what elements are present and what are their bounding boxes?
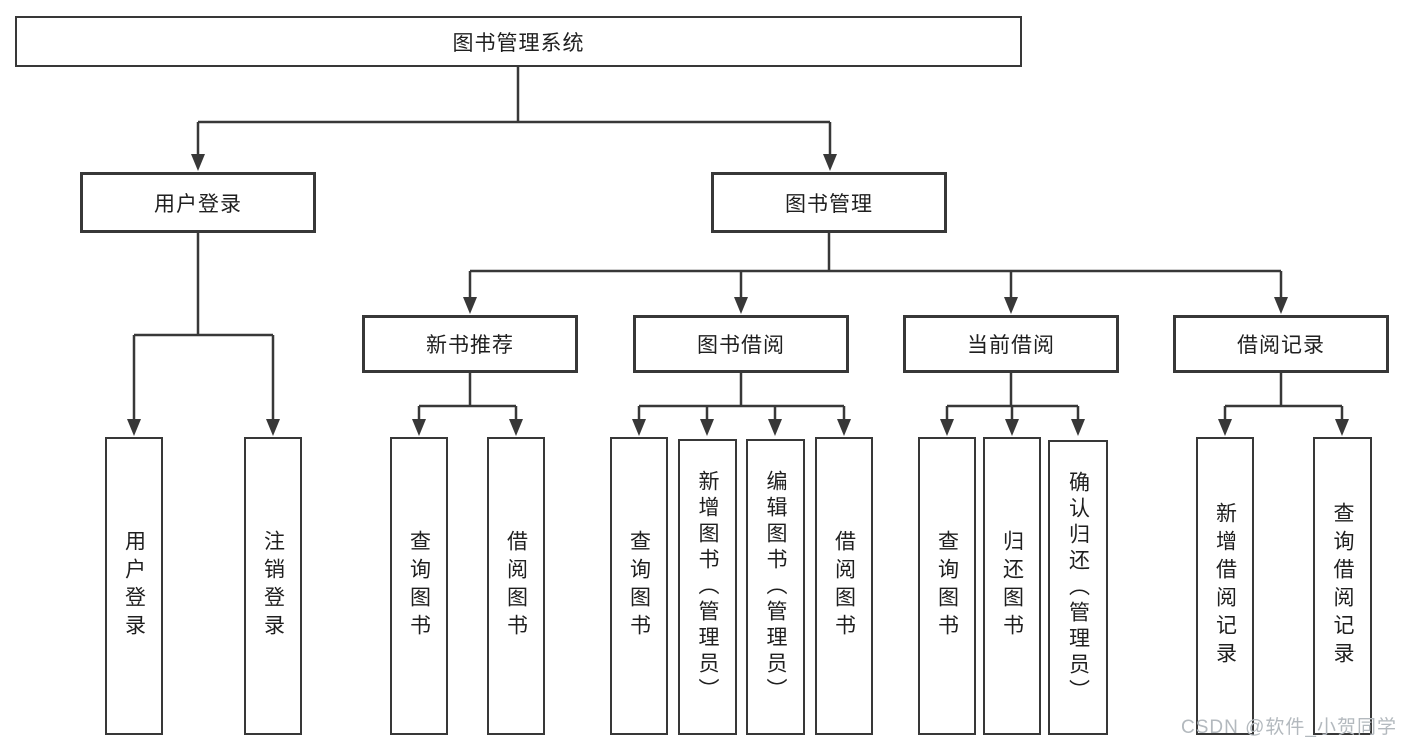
node-label: 查询图书 [407, 530, 431, 642]
arrowhead [632, 419, 646, 436]
node-current-borrowing: 当前借阅 [903, 315, 1119, 373]
leaf-query-books-2: 查询图书 [610, 437, 668, 735]
connector-current [945, 373, 1080, 420]
arrowhead [1071, 419, 1085, 436]
leaf-query-books-3: 查询图书 [918, 437, 976, 735]
node-label: 用户登录 [154, 192, 242, 216]
node-label: 图书借阅 [697, 334, 785, 357]
arrowhead [127, 419, 141, 436]
leaf-borrow-books-1: 借阅图书 [487, 437, 545, 735]
connector-user-login [132, 233, 275, 420]
arrowhead [700, 419, 714, 436]
csdn-watermark: CSDN @软件_小贺同学 [1181, 717, 1397, 738]
connector-borrowing [637, 373, 846, 420]
connector-root [196, 67, 832, 156]
node-library-system: 图书管理系统 [15, 16, 1022, 67]
arrowhead [768, 419, 782, 436]
arrowhead [837, 419, 851, 436]
arrowhead [823, 154, 837, 171]
leaf-add-books-admin: 新增图书（管理员） [678, 439, 737, 735]
arrowhead [191, 154, 205, 171]
connector-book-mgmt [468, 233, 1283, 298]
arrowhead [734, 297, 748, 314]
leaf-edit-books-admin: 编辑图书（管理员） [746, 439, 805, 735]
leaf-user-login: 用户登录 [105, 437, 163, 735]
node-label: 图书管理系统 [452, 31, 585, 55]
node-user-login: 用户登录 [80, 172, 316, 233]
arrowhead [1005, 419, 1019, 436]
arrowhead [1004, 297, 1018, 314]
node-label: 注销登录 [261, 530, 285, 642]
node-label: 查询图书 [627, 530, 651, 642]
leaf-borrow-books-2: 借阅图书 [815, 437, 873, 735]
node-new-book-recommend: 新书推荐 [362, 315, 578, 373]
leaf-query-books-1: 查询图书 [390, 437, 448, 735]
node-label: 新增图书（管理员） [696, 470, 719, 704]
node-label: 查询借阅记录 [1331, 502, 1354, 670]
arrowhead [940, 419, 954, 436]
arrowhead [463, 297, 477, 314]
arrowhead [509, 419, 523, 436]
node-book-borrowing: 图书借阅 [633, 315, 849, 373]
node-label: 借阅图书 [504, 530, 528, 642]
node-label: 借阅记录 [1237, 334, 1325, 357]
node-label: 新增借阅记录 [1213, 502, 1237, 670]
leaf-logout: 注销登录 [244, 437, 302, 735]
leaf-confirm-return-admin: 确认归还（管理员） [1048, 440, 1108, 735]
connector-records [1223, 373, 1344, 420]
node-label: 新书推荐 [426, 334, 514, 357]
node-borrowing-records: 借阅记录 [1173, 315, 1389, 373]
node-label: 借阅图书 [832, 530, 856, 642]
node-label: 确认归还（管理员） [1066, 470, 1090, 705]
node-label: 用户登录 [122, 530, 146, 642]
node-book-management: 图书管理 [711, 172, 947, 233]
leaf-query-borrow-record: 查询借阅记录 [1313, 437, 1372, 735]
leaf-add-borrow-record: 新增借阅记录 [1196, 437, 1254, 735]
node-label: 查询图书 [935, 530, 959, 642]
node-label: 图书管理 [785, 192, 873, 216]
node-label: 当前借阅 [967, 334, 1055, 357]
leaf-return-books: 归还图书 [983, 437, 1041, 735]
connector-new-books [417, 373, 518, 420]
arrowhead [1218, 419, 1232, 436]
arrowhead [266, 419, 280, 436]
arrowhead [1335, 419, 1349, 436]
node-label: 归还图书 [1000, 530, 1024, 642]
arrowhead [1274, 297, 1288, 314]
arrowhead [412, 419, 426, 436]
node-label: 编辑图书（管理员） [764, 470, 787, 704]
